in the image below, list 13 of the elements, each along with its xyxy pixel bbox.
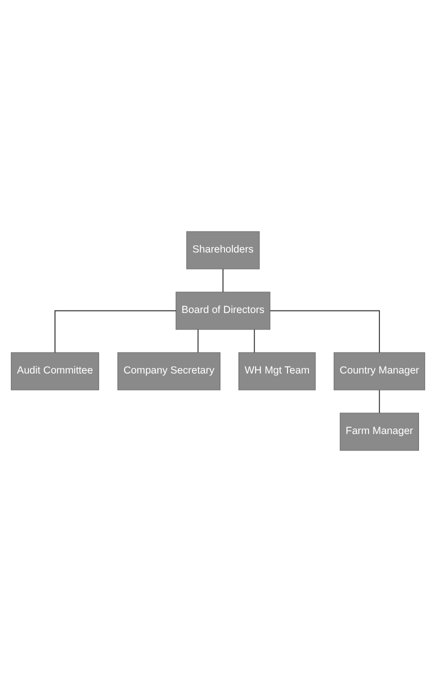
connector [378,390,380,414]
connector [254,329,255,353]
connector [54,310,176,353]
node-box: Audit Committee [10,352,100,390]
node-box: Company Secretary [117,352,220,390]
node-box: WH Mgt Team [238,352,316,390]
node-box: Country Manager [334,352,426,390]
node-box: Board of Directors [176,292,270,330]
node-box: Shareholders [186,231,260,270]
connector [270,310,380,353]
node-box: Farm Manager [340,412,419,451]
connector [222,268,224,292]
connector [198,329,199,353]
